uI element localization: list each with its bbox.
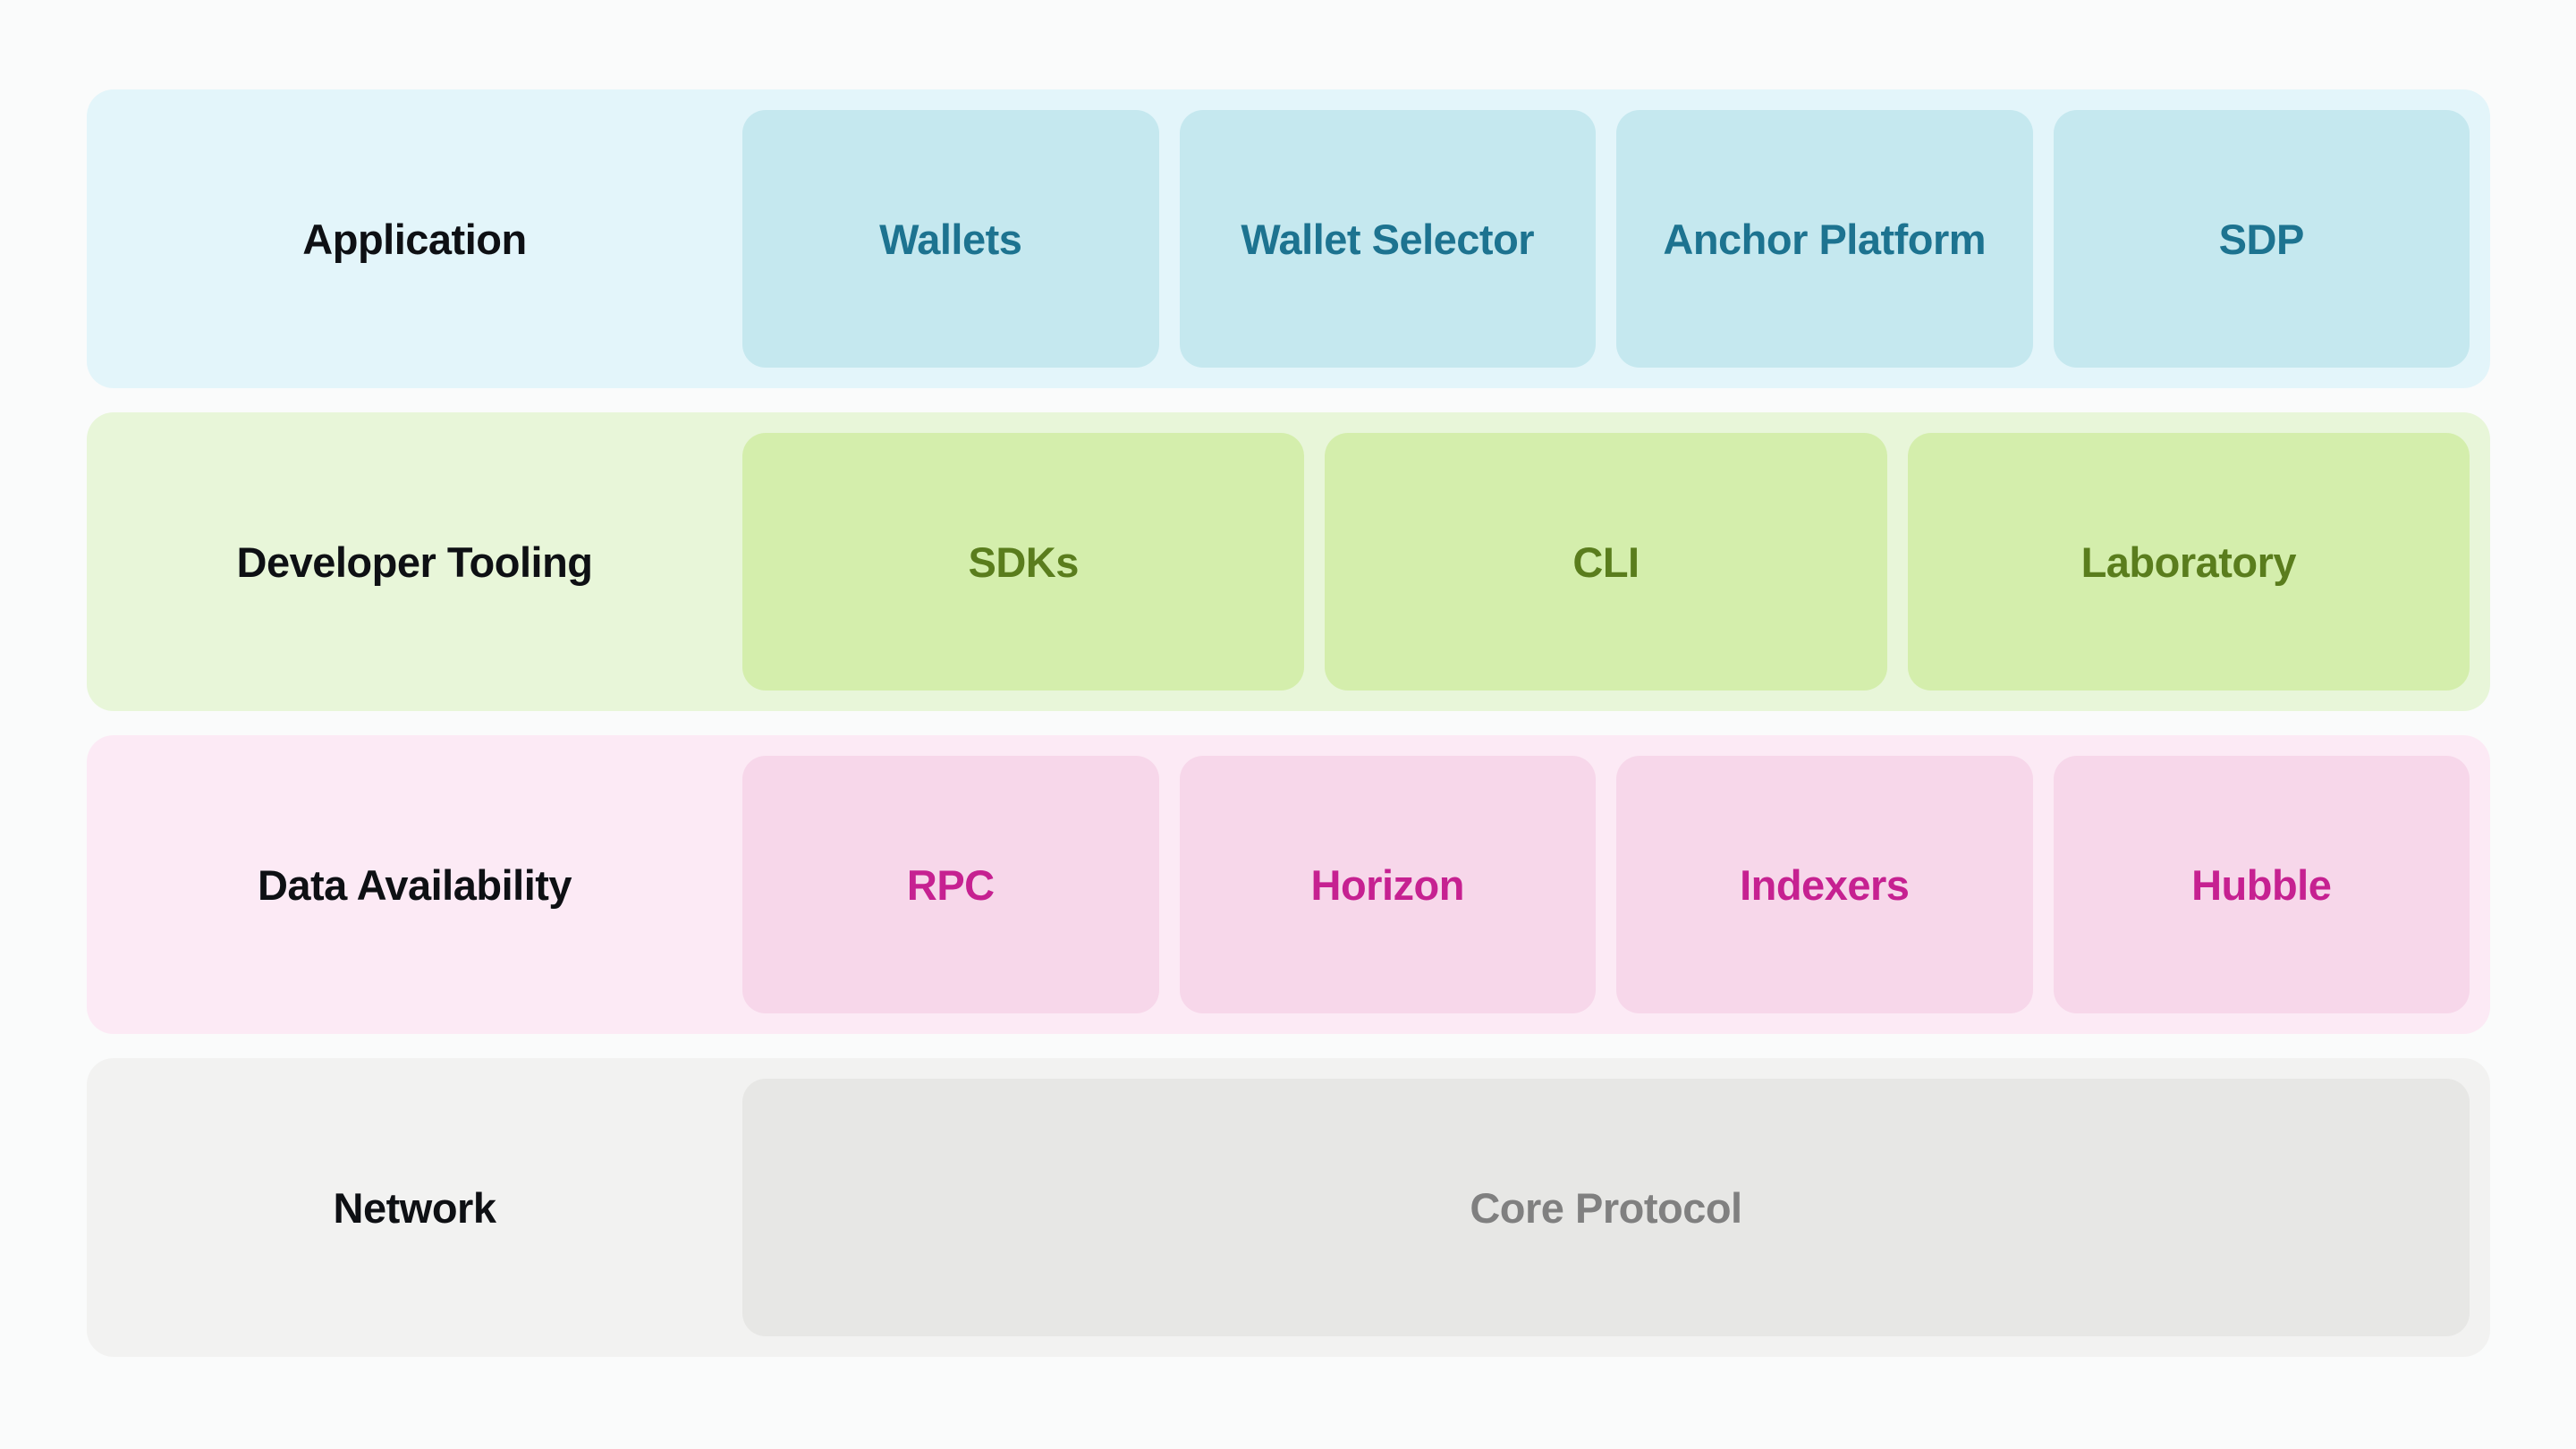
- layer-row-network: Network Core Protocol: [87, 1058, 2490, 1357]
- card-wallet-selector[interactable]: Wallet Selector: [1179, 110, 1596, 368]
- layer-label-application: Application: [302, 215, 527, 263]
- card-hubble[interactable]: Hubble: [2053, 756, 2470, 1013]
- card-wallets[interactable]: Wallets: [742, 110, 1159, 368]
- card-cli[interactable]: CLI: [1325, 433, 1887, 691]
- card-laboratory[interactable]: Laboratory: [1907, 433, 2470, 691]
- card-sdp[interactable]: SDP: [2053, 110, 2470, 368]
- card-indexers[interactable]: Indexers: [1616, 756, 2033, 1013]
- layer-label-developer-tooling: Developer Tooling: [236, 538, 594, 586]
- layer-label-data-availability: Data Availability: [257, 860, 572, 909]
- card-core-protocol[interactable]: Core Protocol: [742, 1079, 2470, 1336]
- card-horizon[interactable]: Horizon: [1179, 756, 1596, 1013]
- layer-cards: Core Protocol: [742, 1079, 2470, 1336]
- card-rpc[interactable]: RPC: [742, 756, 1159, 1013]
- card-sdks[interactable]: SDKs: [742, 433, 1305, 691]
- layer-label-network: Network: [333, 1183, 496, 1232]
- card-anchor-platform[interactable]: Anchor Platform: [1616, 110, 2033, 368]
